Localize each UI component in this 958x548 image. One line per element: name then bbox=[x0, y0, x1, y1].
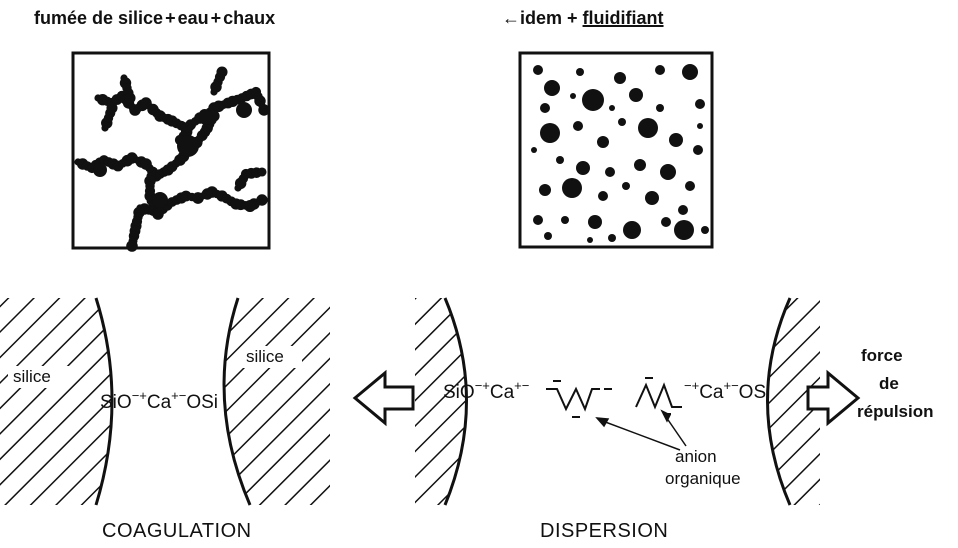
dispersed-particle bbox=[605, 167, 615, 177]
silica-particle bbox=[152, 192, 168, 208]
dispersed-particle bbox=[701, 226, 709, 234]
silica-particle bbox=[258, 104, 270, 116]
silica-particle bbox=[124, 92, 136, 104]
repulsion-arrow-right-icon bbox=[806, 369, 861, 427]
dispersed-particle bbox=[576, 68, 584, 76]
repulsion-force-label: force de répulsion bbox=[857, 346, 934, 421]
dispersion-caption: DISPERSION bbox=[540, 520, 669, 542]
silica-particle bbox=[106, 102, 118, 114]
dispersed-particle bbox=[693, 145, 703, 155]
silica-particle bbox=[177, 135, 199, 157]
organic-anion-chain-right bbox=[635, 382, 682, 410]
dispersed-particle bbox=[682, 64, 698, 80]
dispersed-particle bbox=[540, 123, 560, 143]
repulsion-arrow-left-icon bbox=[352, 369, 415, 427]
particle-chains bbox=[74, 66, 270, 252]
silica-particle bbox=[199, 111, 213, 125]
dispersed-particle bbox=[582, 89, 604, 111]
silica-wall-dispersion-left bbox=[415, 297, 468, 506]
dispersed-particle bbox=[570, 93, 576, 99]
dispersed-particle bbox=[539, 184, 551, 196]
dispersion-left-ionic-group: SiO−+Ca+− bbox=[443, 378, 530, 403]
dispersed-particle bbox=[598, 191, 608, 201]
dispersed-particle bbox=[544, 80, 560, 96]
dispersion-microstructure-panel bbox=[518, 51, 714, 249]
dispersed-particle bbox=[622, 182, 630, 190]
dispersed-particle bbox=[660, 164, 676, 180]
dispersed-particle bbox=[597, 136, 609, 148]
dispersed-particle bbox=[544, 232, 552, 240]
coagulation-ionic-bridge: SiO−+Ca+−OSi bbox=[100, 388, 219, 413]
dispersed-particle bbox=[561, 216, 569, 224]
dispersed-particle bbox=[562, 178, 582, 198]
silica-wall-left bbox=[0, 297, 114, 506]
dispersed-particle bbox=[669, 133, 683, 147]
dispersed-particle bbox=[656, 104, 664, 112]
coagulation-panel-title: fumée de silice+eau+chaux bbox=[34, 8, 276, 28]
dispersed-particle bbox=[695, 99, 705, 109]
silica-particle bbox=[236, 102, 252, 118]
dispersed-particle bbox=[609, 105, 615, 111]
organic-anion-chain-left bbox=[546, 386, 600, 412]
left-arrow-icon: ← bbox=[502, 8, 520, 28]
dispersed-particle bbox=[634, 159, 646, 171]
dispersion-panel-title: ←idem + fluidifiant bbox=[502, 8, 664, 28]
dispersed-particle bbox=[618, 118, 626, 126]
anion-pointer-lines bbox=[595, 409, 687, 451]
silica-particle bbox=[216, 66, 228, 78]
panel-frame bbox=[71, 51, 271, 250]
silica-particle bbox=[93, 163, 107, 177]
silica-particle bbox=[244, 200, 256, 212]
dispersion-right-ionic-group: −+Ca+−OSi bbox=[684, 378, 771, 403]
silica-particle bbox=[257, 167, 267, 177]
dispersed-particle bbox=[588, 215, 602, 229]
silica-wall-right bbox=[222, 297, 330, 506]
dispersed-particle bbox=[674, 220, 694, 240]
silica-particle bbox=[256, 194, 268, 206]
dispersed-particle bbox=[614, 72, 626, 84]
dispersed-particle bbox=[531, 147, 537, 153]
dispersed-particle bbox=[645, 191, 659, 205]
coagulation-microstructure-panel bbox=[71, 51, 271, 252]
dispersed-particle bbox=[556, 156, 564, 164]
dispersed-particles bbox=[531, 64, 709, 243]
silica-particle bbox=[126, 240, 138, 252]
dispersed-particle bbox=[697, 123, 703, 129]
coagulation-caption: COAGULATION bbox=[102, 520, 252, 542]
dispersed-particle bbox=[608, 234, 616, 242]
silice-label-right: silice bbox=[246, 347, 284, 366]
label-clear bbox=[8, 366, 70, 388]
dispersed-particle bbox=[629, 88, 643, 102]
silice-label-left: silice bbox=[13, 367, 51, 386]
dispersed-particle bbox=[573, 121, 583, 131]
dispersed-particle bbox=[655, 65, 665, 75]
dispersed-particle bbox=[623, 221, 641, 239]
dispersed-particle bbox=[533, 215, 543, 225]
dispersed-particle bbox=[587, 237, 593, 243]
dispersed-particle bbox=[685, 181, 695, 191]
dispersed-particle bbox=[638, 118, 658, 138]
organic-anion-label: anion organique bbox=[665, 447, 741, 488]
dispersed-particle bbox=[533, 65, 543, 75]
dispersed-particle bbox=[576, 161, 590, 175]
dispersed-particle bbox=[678, 205, 688, 215]
label-clear bbox=[242, 346, 302, 368]
dispersed-particle bbox=[661, 217, 671, 227]
dispersed-particle bbox=[540, 103, 550, 113]
